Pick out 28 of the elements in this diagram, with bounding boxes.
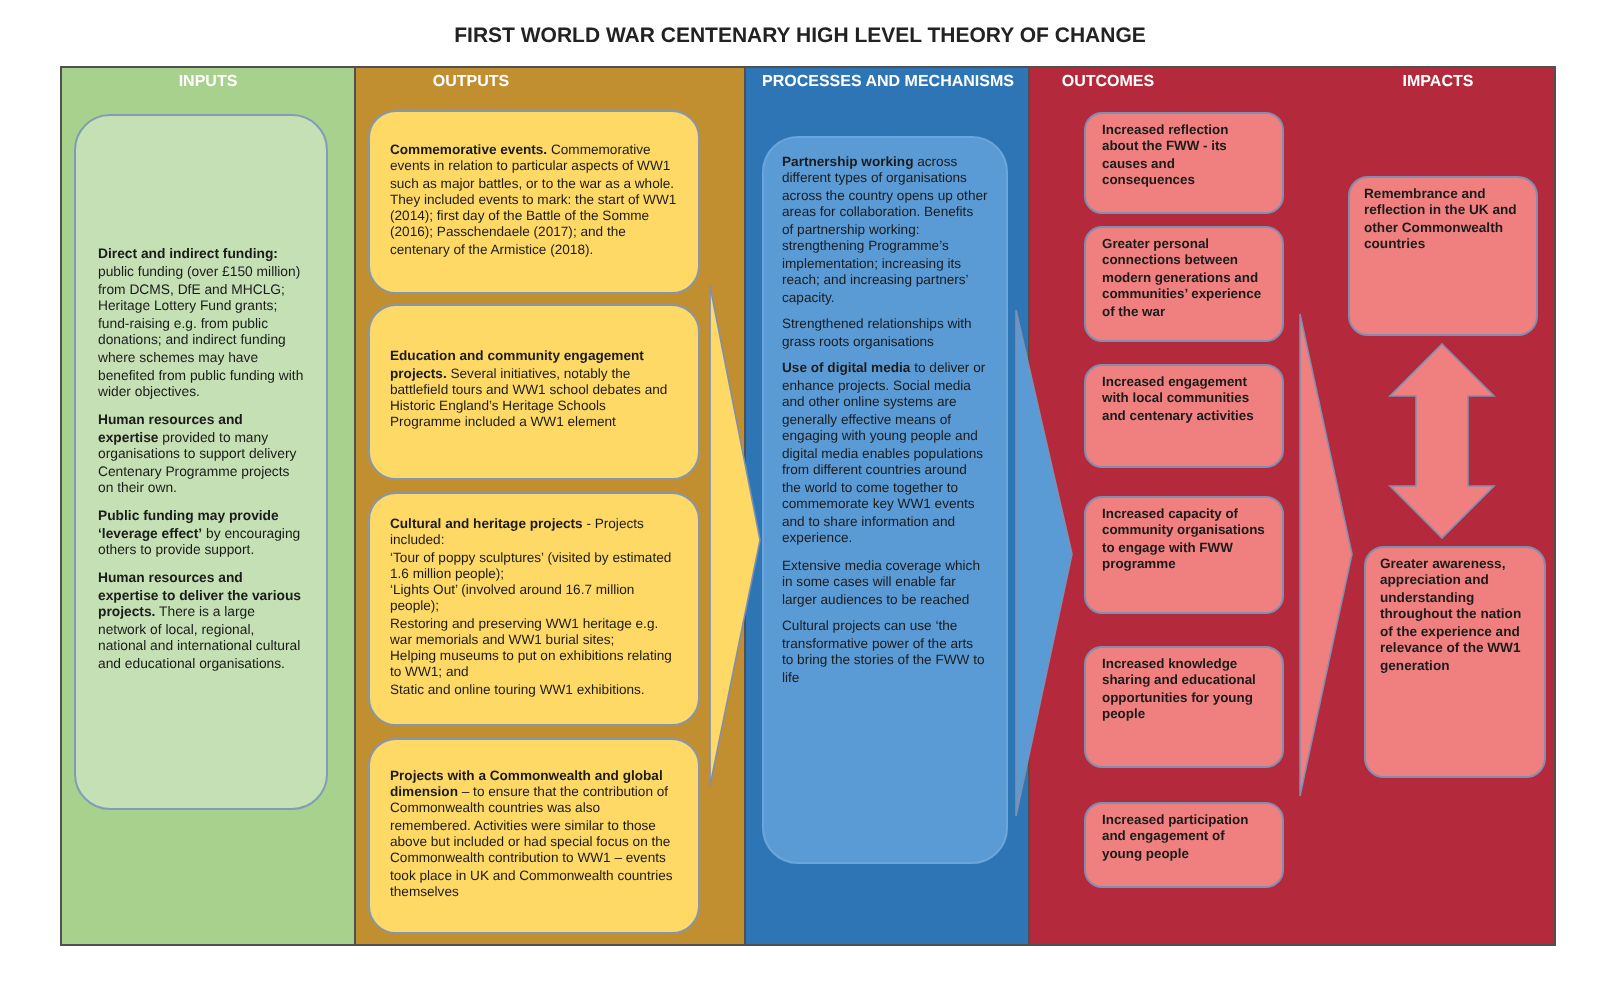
column-panel: [1030, 66, 1320, 946]
process-card: [762, 136, 1008, 864]
column-panel: [356, 66, 746, 946]
outcome-card: [1084, 226, 1284, 342]
column-heading: PROCESSES AND MECHANISMS: [760, 72, 1016, 93]
input-card: [74, 114, 328, 810]
outcome-card: [1084, 646, 1284, 768]
double-arrow: [1388, 342, 1496, 540]
diagram-title: FIRST WORLD WAR CENTENARY HIGH LEVEL THEORY OF CHANGE: [452, 24, 1148, 48]
outcome-card: [1084, 112, 1284, 214]
output-card: [368, 110, 700, 294]
column-heading: IMPACTS: [1400, 72, 1476, 93]
chevron-arrow: [709, 285, 761, 787]
impact-card: [1364, 546, 1546, 778]
chevron-arrow: [1015, 309, 1073, 817]
impact-card: [1348, 176, 1538, 336]
output-card: [368, 738, 700, 934]
column-panel: [746, 66, 1030, 946]
column-heading: INPUTS: [176, 72, 240, 93]
output-card: [368, 492, 700, 726]
chevron-arrow: [1299, 313, 1353, 797]
column-heading: OUTCOMES: [1059, 72, 1157, 93]
column-panel: [60, 66, 356, 946]
outcome-card: [1084, 802, 1284, 888]
output-card: [368, 304, 700, 480]
outcome-card: [1084, 496, 1284, 614]
outcome-card: [1084, 364, 1284, 468]
column-heading: OUTPUTS: [430, 72, 512, 93]
